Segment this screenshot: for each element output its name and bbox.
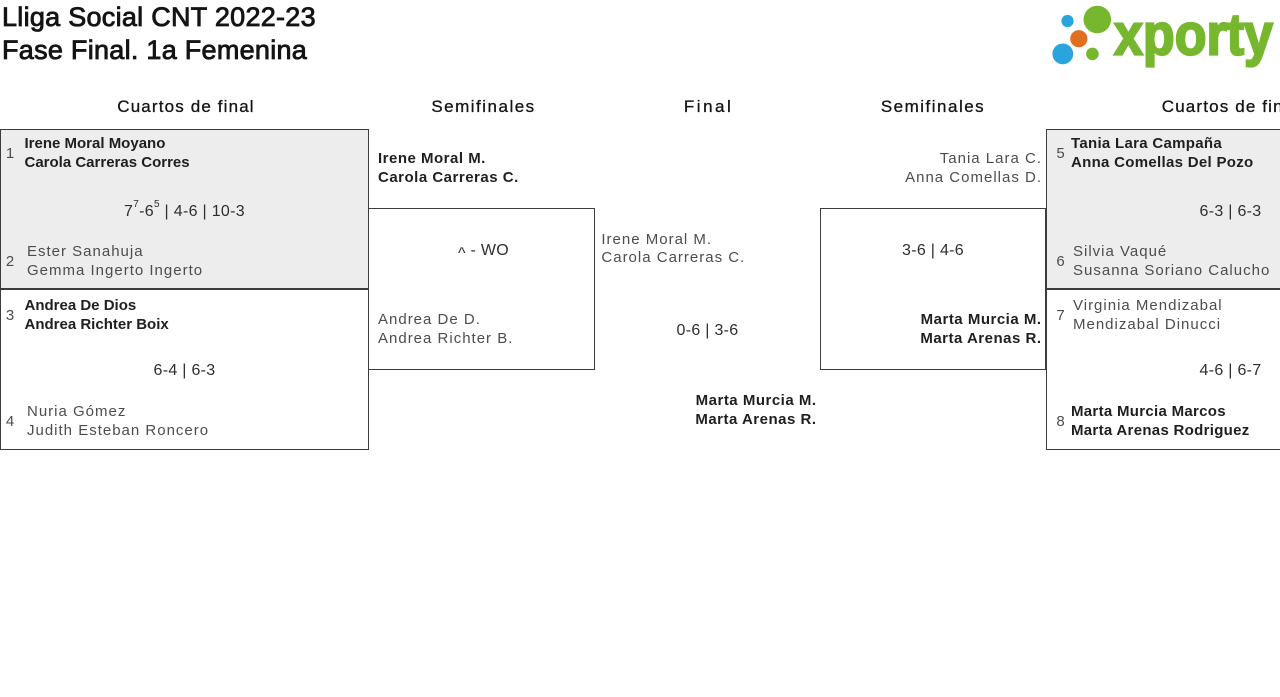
svg-text:xporty: xporty [1114,2,1273,67]
